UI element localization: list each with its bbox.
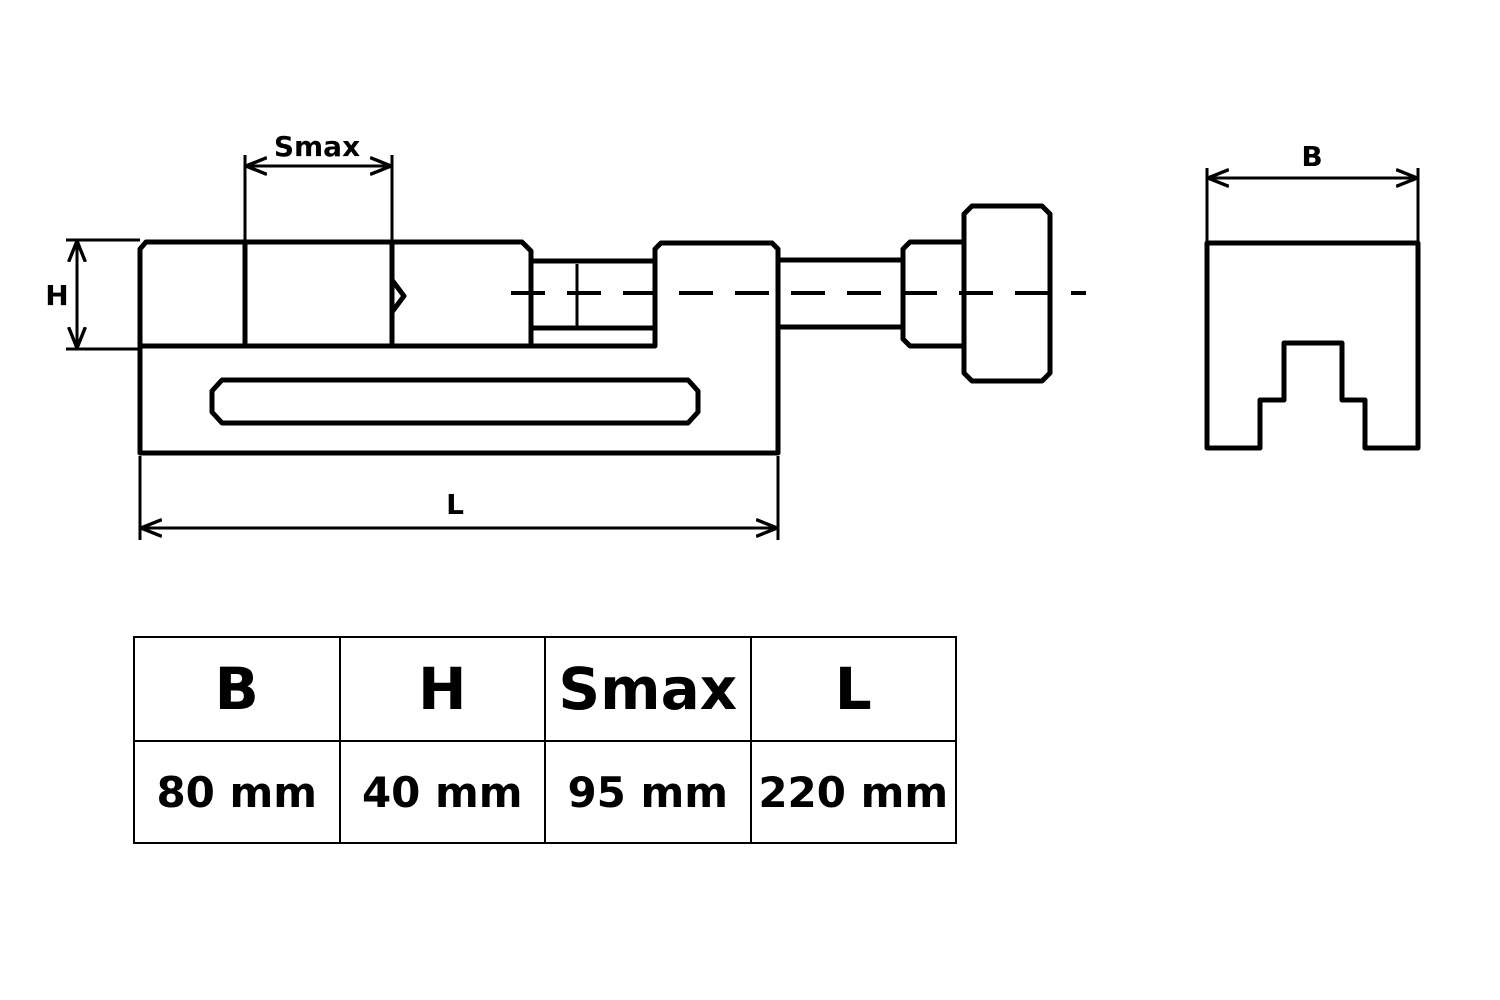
jaw-opening-block: [242, 239, 395, 349]
h-label: H: [45, 279, 68, 312]
table-row: 80 mm 40 mm 95 mm 220 mm: [133, 740, 957, 844]
h-dimension: H: [45, 238, 140, 351]
end-view-profile: [1204, 240, 1421, 451]
screw-sleeve: [531, 258, 655, 349]
l-label: L: [446, 488, 464, 521]
specification-table: B H Smax L 80 mm 40 mm 95 mm 220 mm: [133, 636, 957, 844]
table-header-row: B H Smax L: [133, 636, 957, 742]
lead-screw: [778, 257, 903, 330]
header-l: L: [749, 636, 957, 742]
movable-jaw: [390, 239, 534, 346]
header-b: B: [133, 636, 341, 742]
smax-dimension: Smax: [243, 130, 394, 240]
base-slot: [209, 377, 701, 426]
value-smax: 95 mm: [544, 740, 752, 844]
value-b: 80 mm: [133, 740, 341, 844]
l-dimension: L: [138, 456, 780, 540]
fixed-jaw: [137, 239, 248, 346]
header-smax: Smax: [544, 636, 752, 742]
end-view: B: [1204, 140, 1421, 451]
b-label: B: [1301, 140, 1322, 173]
value-h: 40 mm: [338, 740, 546, 844]
header-h: H: [338, 636, 546, 742]
handwheel: [961, 203, 1053, 384]
smax-label: Smax: [274, 130, 360, 163]
side-view: [137, 203, 1086, 456]
value-l: 220 mm: [749, 740, 957, 844]
